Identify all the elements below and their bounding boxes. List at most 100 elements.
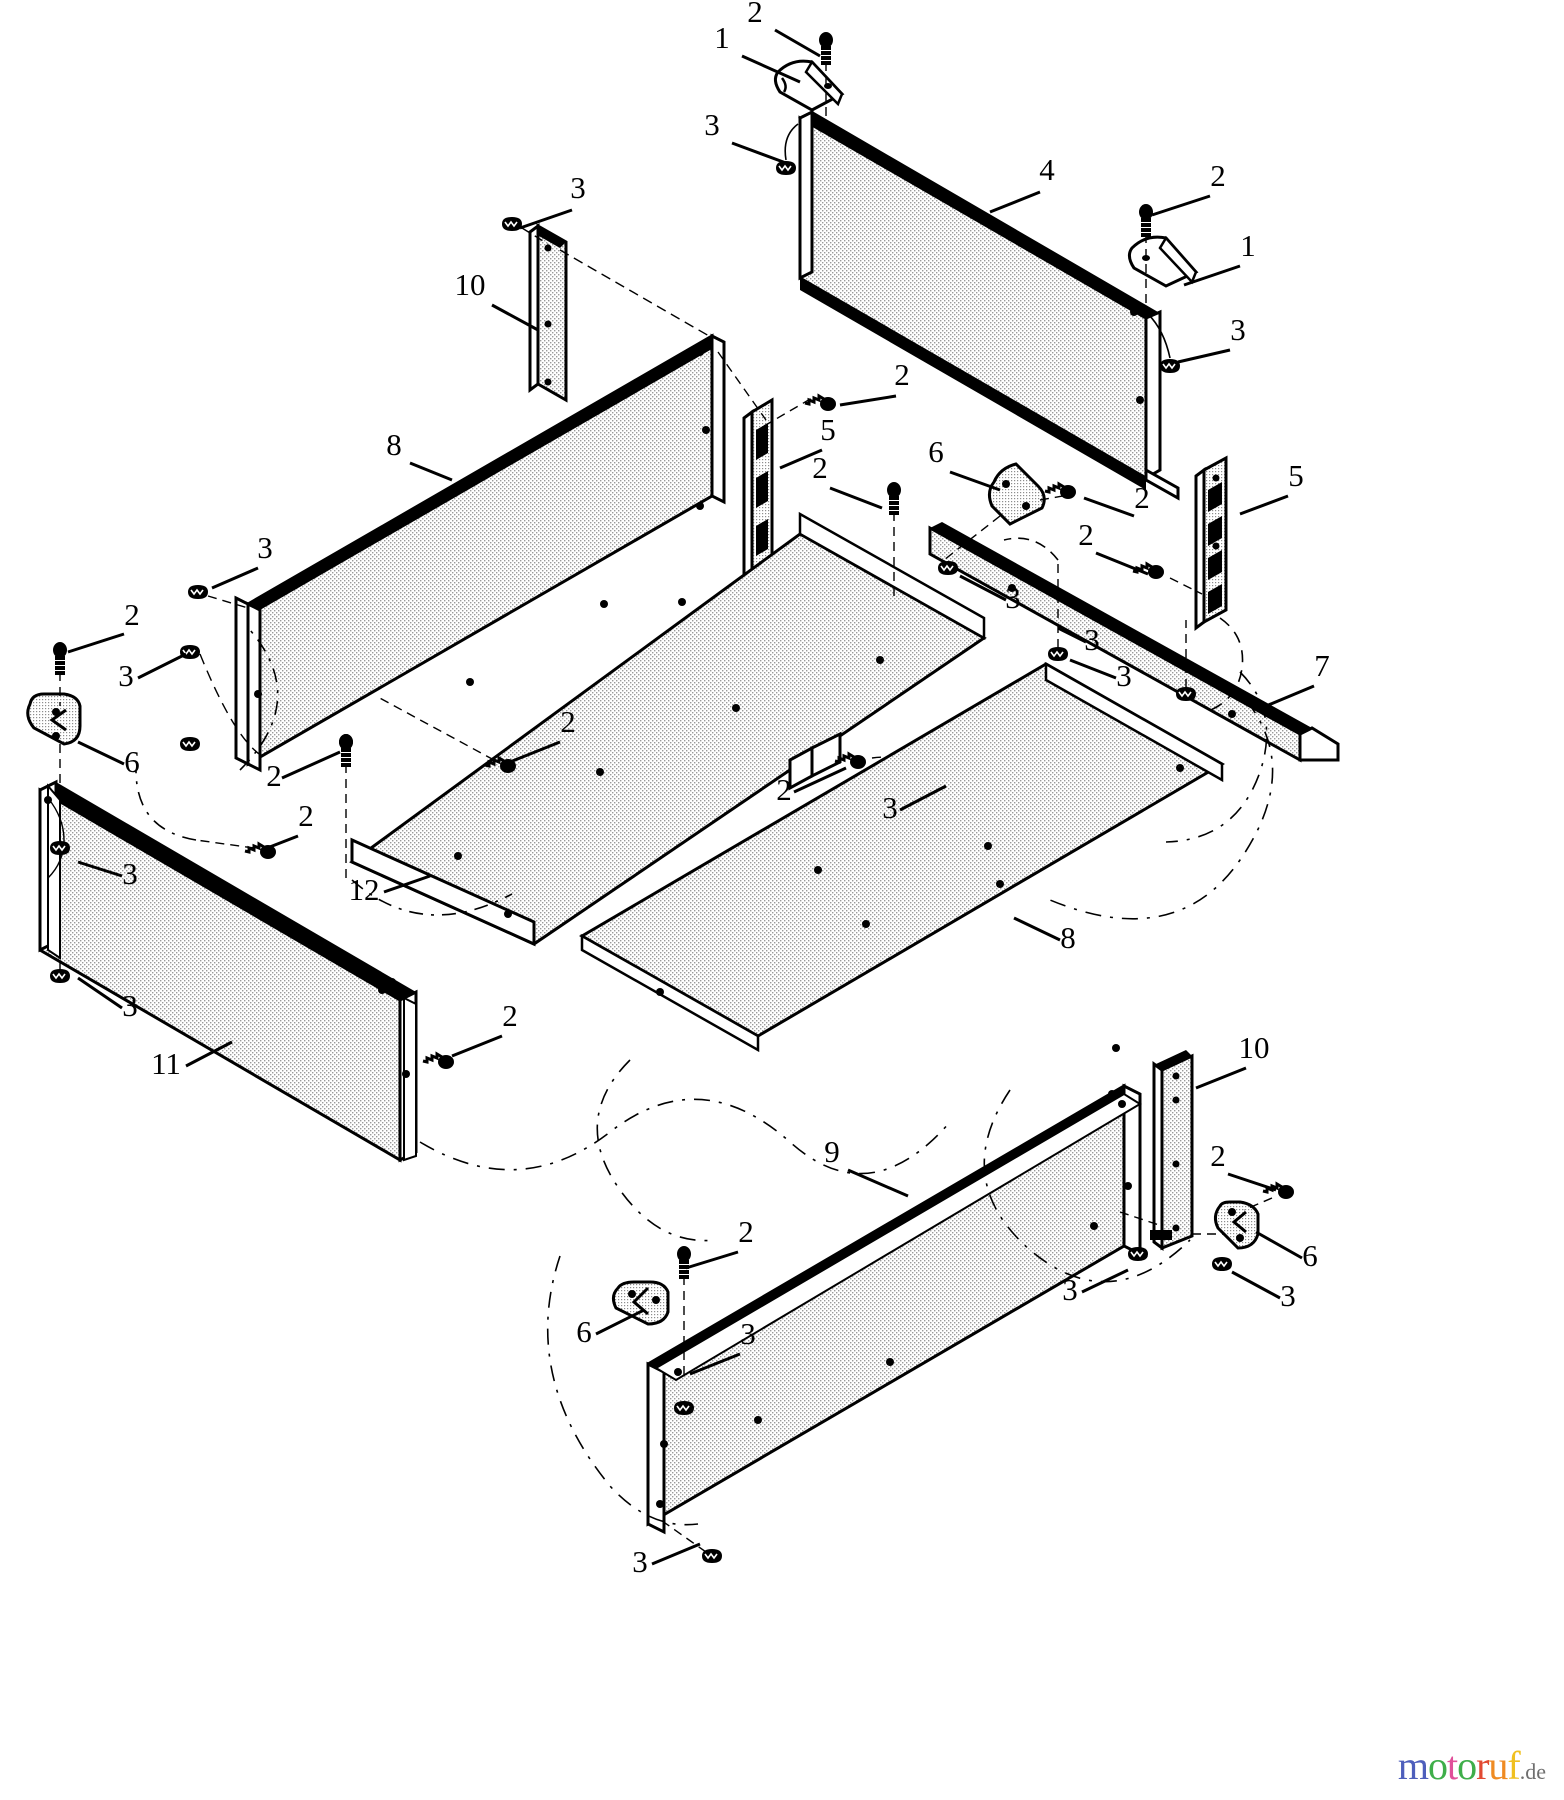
watermark-tld: .de (1519, 1759, 1546, 1784)
callout-leader-c28 (261, 834, 299, 852)
callout-leader-c42 (1231, 1270, 1281, 1300)
part-4-rear-panel (797, 109, 1180, 501)
watermark-letter-f: f (1507, 1743, 1520, 1788)
callout-leader-c02 (741, 54, 801, 84)
fastener-2-panel11-mid (195, 839, 278, 861)
fastener-3-bracket-upper (501, 216, 549, 245)
callout-leader-c13 (829, 486, 883, 510)
callout-leader-c05 (1151, 194, 1211, 217)
callout-leader-c41 (1081, 1268, 1129, 1294)
callout-leader-c40 (1255, 1230, 1303, 1260)
callout-number: 3 (632, 1544, 648, 1579)
callout-number: 2 (894, 357, 910, 392)
part-8-side-panel-upper (234, 333, 726, 773)
motoruf-watermark: motoruf.de (1398, 1746, 1546, 1786)
fastener-3-bracket-lower-a (1127, 1246, 1149, 1262)
fastener-2-bracket-left (53, 642, 67, 706)
callout-number: 12 (349, 872, 380, 907)
callout-leader-c06 (1183, 264, 1241, 287)
watermark-letter-u: u (1488, 1743, 1508, 1788)
callout-number: 3 (1230, 312, 1246, 347)
fastener-2-top-left (819, 32, 833, 128)
callout-leader-c07 (1177, 348, 1231, 364)
callout-leader-c26 (281, 750, 341, 780)
fastener-3-top-right (1147, 313, 1181, 374)
fastener-3-panel8-left (187, 584, 249, 609)
callout-leader-c23 (67, 632, 125, 654)
callout-leader-c34 (793, 766, 847, 794)
callout-number: 2 (266, 758, 282, 793)
callout-number: 1 (714, 20, 730, 55)
callout-leader-c37 (847, 1168, 909, 1198)
part-12-floor-panel (349, 511, 987, 947)
callout-number: 3 (1280, 1278, 1296, 1313)
part-6-bracket-center (943, 462, 1075, 561)
callout-number: 10 (1239, 1030, 1270, 1065)
fastener-3-rail-right (1175, 620, 1197, 702)
callout-number: 3 (118, 658, 134, 693)
callout-number: 10 (455, 267, 486, 302)
fastener-3-panel9-bottom (657, 1517, 723, 1564)
callout-number: 2 (502, 998, 518, 1033)
callout-leader-c11 (839, 394, 897, 407)
callout-number: 8 (1060, 920, 1076, 955)
callout-leader-c18 (959, 574, 1007, 602)
callout-number: 5 (1288, 458, 1304, 493)
callout-leader-c08 (519, 208, 573, 230)
callout-number: 3 (122, 856, 138, 891)
callout-number: 2 (776, 772, 792, 807)
callout-leader-c31 (185, 1040, 233, 1068)
callout-number: 6 (124, 744, 140, 779)
part-5-hinge-right (1194, 455, 1244, 713)
callout-leader-c46 (651, 1542, 701, 1566)
callout-number: 11 (151, 1046, 181, 1081)
watermark-letter-t: t (1446, 1743, 1458, 1788)
callout-number: 2 (124, 597, 140, 632)
callout-number: 6 (576, 1314, 592, 1349)
fastener-2-panel11-top (339, 734, 353, 767)
callout-number: 3 (704, 107, 720, 142)
callout-number: 4 (1039, 152, 1055, 187)
fastener-3-bracket-left (179, 736, 201, 752)
callout-number: 6 (928, 434, 944, 469)
callout-leader-c10 (409, 461, 453, 482)
callout-number: 2 (1134, 480, 1150, 515)
callout-number: 6 (1302, 1238, 1318, 1273)
callout-leader-c04 (989, 190, 1041, 214)
part-10-bracket-lower (1119, 1050, 1248, 1251)
callout-leader-c21 (1265, 684, 1315, 708)
watermark-letter-m: m (1397, 1743, 1429, 1788)
callout-leader-c39 (1227, 1172, 1277, 1192)
callout-number: 2 (298, 798, 314, 833)
callout-leader-c12 (779, 448, 823, 470)
callout-number: 3 (1062, 1272, 1078, 1307)
callout-number: 3 (740, 1316, 756, 1351)
fastener-3-top-left (775, 123, 799, 176)
part-10-bracket-upper (528, 223, 717, 403)
part-6-bracket-left (26, 692, 82, 810)
callout-number: 3 (257, 530, 273, 565)
callout-leader-c32 (383, 874, 431, 894)
callout-number: 8 (386, 427, 402, 462)
callout-leader-c14 (949, 470, 1001, 492)
watermark-letter-r: r (1476, 1743, 1489, 1788)
callout-leader-c16 (1095, 551, 1149, 576)
callout-number: 3 (882, 790, 898, 825)
callout-number: 3 (570, 170, 586, 205)
fastener-2-panel11-right (421, 1052, 456, 1071)
fastener-2-panel9-top (677, 1246, 691, 1380)
part-6-bracket-lower-right (1213, 1200, 1260, 1250)
part-9-front-panel-lower (646, 1083, 1142, 1535)
part-1-latch-left (773, 59, 845, 112)
callout-leader-c45 (689, 1352, 741, 1376)
fastener-2-floor-b (375, 695, 518, 775)
watermark-letter-o1: o (1427, 1743, 1448, 1788)
fastener-2-floor-c (339, 734, 353, 882)
callout-leader-c44 (595, 1308, 645, 1336)
callout-number: 3 (1005, 580, 1021, 615)
callout-leader-c09 (491, 303, 539, 332)
callout-number: 2 (560, 704, 576, 739)
callout-number: 3 (122, 988, 138, 1023)
callout-leader-c33 (451, 1034, 503, 1058)
